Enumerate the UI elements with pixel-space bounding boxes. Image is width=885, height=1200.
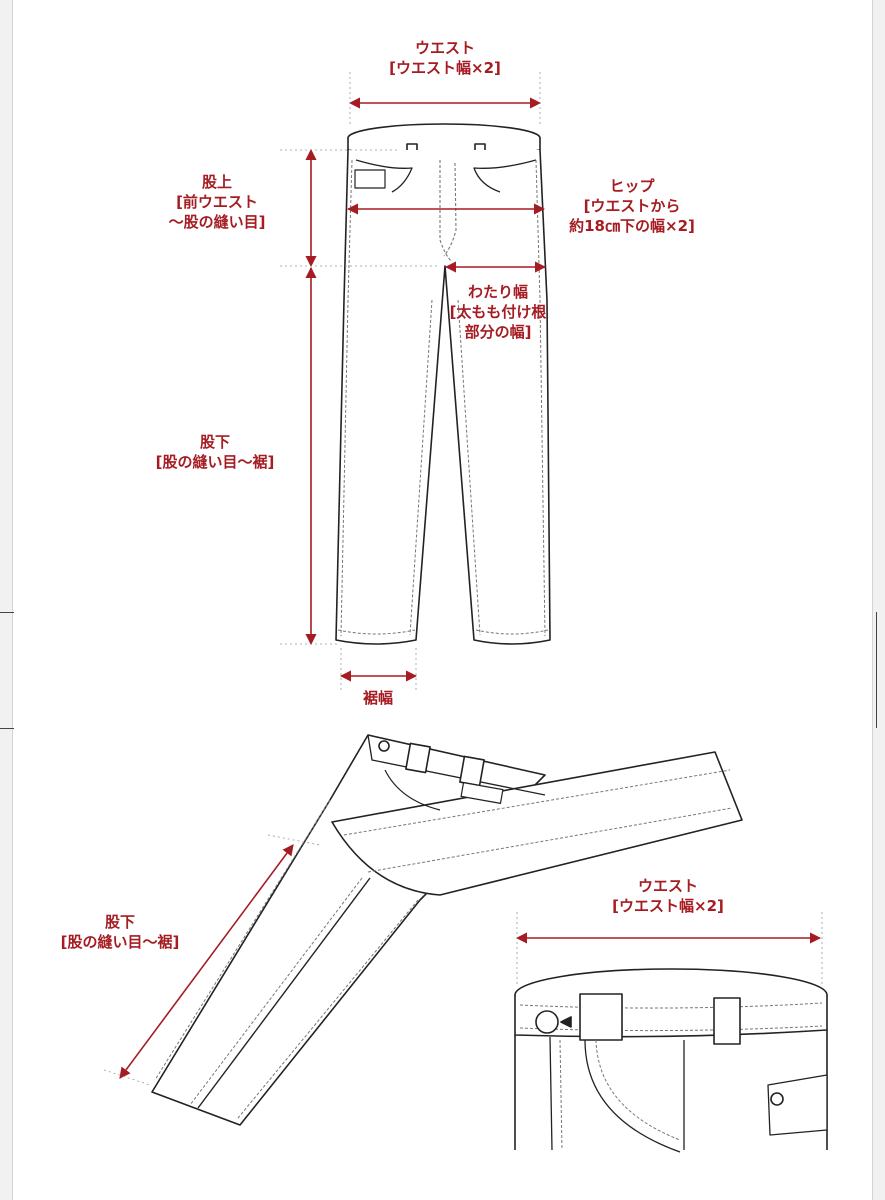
label-hip: ヒップ [ウエストから 約18㎝下の幅×2] bbox=[569, 177, 695, 235]
folded-leg-front bbox=[331, 751, 743, 896]
fly-stitch bbox=[439, 160, 453, 263]
label-waist-bottom: ウエスト [ウエスト幅×2] bbox=[612, 877, 724, 915]
front-pocket-right bbox=[473, 159, 537, 193]
right-frame-edge bbox=[872, 0, 885, 1200]
closeup-button bbox=[535, 1010, 559, 1034]
folded-jeans-view bbox=[151, 734, 743, 1126]
folded-coin-pocket bbox=[460, 782, 504, 804]
label-rise: 股上 [前ウエスト 〜股の縫い目] bbox=[168, 173, 266, 231]
hem-stitch-right bbox=[475, 629, 549, 635]
closeup-belt-loop bbox=[713, 997, 741, 1045]
closeup-belt-loop bbox=[579, 993, 623, 1041]
left-separator-line bbox=[0, 612, 14, 613]
label-waist-top: ウエスト [ウエスト幅×2] bbox=[389, 39, 501, 77]
label-hem: 裾幅 bbox=[362, 689, 393, 707]
closeup-front-pocket bbox=[584, 1039, 681, 1153]
measurement-lines-bottom-left bbox=[119, 844, 294, 1079]
closeup-coin-pocket bbox=[767, 1074, 828, 1136]
right-separator-line bbox=[876, 612, 877, 728]
waist-closeup-view bbox=[514, 968, 828, 1153]
hem-stitch-left bbox=[337, 629, 416, 635]
label-inseam-bottom: 股下 [股の縫い目〜裾] bbox=[60, 913, 180, 951]
jeans-outline bbox=[335, 149, 551, 645]
front-pocket-left bbox=[355, 159, 413, 193]
measurement-lines-top bbox=[305, 97, 547, 682]
left-frame-edge bbox=[0, 0, 13, 1200]
folded-waist-button bbox=[378, 740, 390, 752]
folded-inseam-arrow bbox=[119, 844, 294, 1079]
left-separator-line-lower bbox=[0, 728, 14, 729]
label-inseam-top: 股下 [股の縫い目〜裾] bbox=[155, 433, 275, 471]
label-thigh: わたり幅 [太もも付け根 部分の幅] bbox=[449, 283, 547, 341]
guide-lines-top bbox=[280, 72, 541, 690]
jeans-front-view bbox=[335, 123, 551, 645]
coin-pocket bbox=[354, 169, 386, 189]
